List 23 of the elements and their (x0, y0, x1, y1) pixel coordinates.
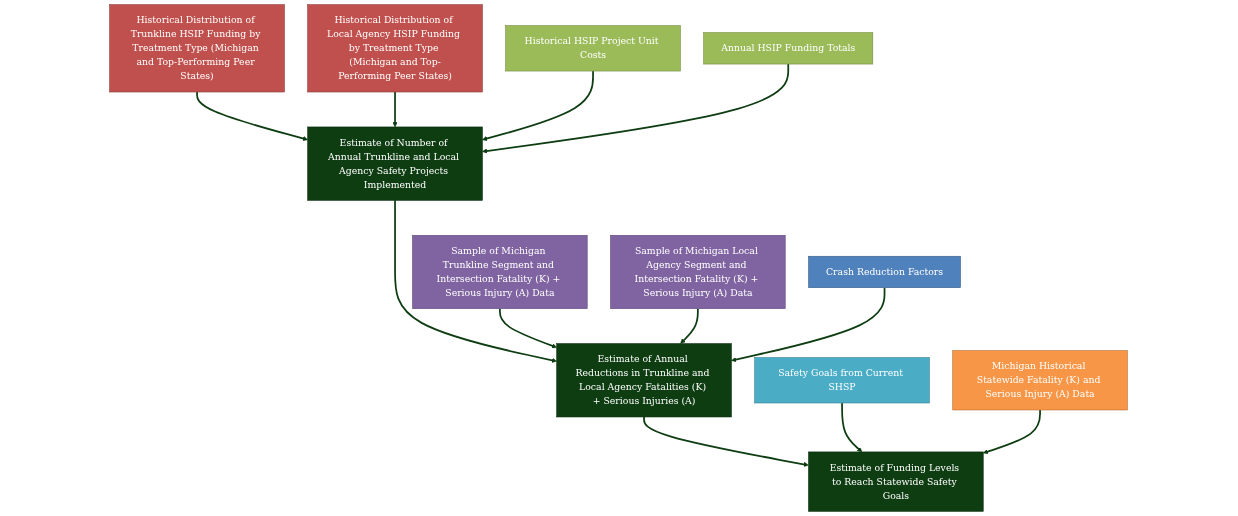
node-box: Annual HSIP Funding Totals (703, 32, 874, 65)
arrow (499, 307, 558, 349)
arrow (392, 91, 399, 128)
arrow (731, 286, 886, 363)
arrow (680, 307, 700, 344)
arrow (196, 91, 309, 141)
node-box: Estimate of Annual Reductions in Trunkline and Local Agency Fatalities (K) + Serious Injuries (A) (556, 343, 733, 418)
node-box: Historical HSIP Project Unit Costs (505, 25, 682, 72)
arrow (643, 416, 810, 467)
node-box: Sample of Michigan Local Agency Segment and Intersection Fatality (K) + Serious Injury (A) Data (610, 235, 786, 309)
node-box: Estimate of Number of Annual Trunkline and Local Agency Safety Projects Implemented (307, 126, 484, 201)
arrow (841, 402, 863, 453)
arrow (983, 409, 1042, 455)
node-box: Safety Goals from Current SHSP (754, 357, 931, 404)
node-box: Michigan Historical Statewide Fatality (K) and Serious Injury (A) Data (952, 350, 1129, 411)
node-box: Historical Distribution of Local Agency HSIP Funding by Treatment Type (Michigan and Top-Performing Peer States) (307, 4, 484, 93)
node-box: Historical Distribution of Trunkline HSIP Funding by Treatment Type (Michigan and Top-Performing Peer States) (109, 4, 286, 93)
node-box: Crash Reduction Factors (808, 255, 962, 288)
arrow (482, 63, 790, 154)
node-box: Sample of Michigan Trunkline Segment and Intersection Fatality (K) + Serious Injury (A) Data (412, 235, 588, 309)
arrow (482, 70, 595, 141)
node-box: Estimate of Funding Levels to Reach Statewide Safety Goals (808, 451, 984, 512)
arrow (394, 199, 558, 363)
